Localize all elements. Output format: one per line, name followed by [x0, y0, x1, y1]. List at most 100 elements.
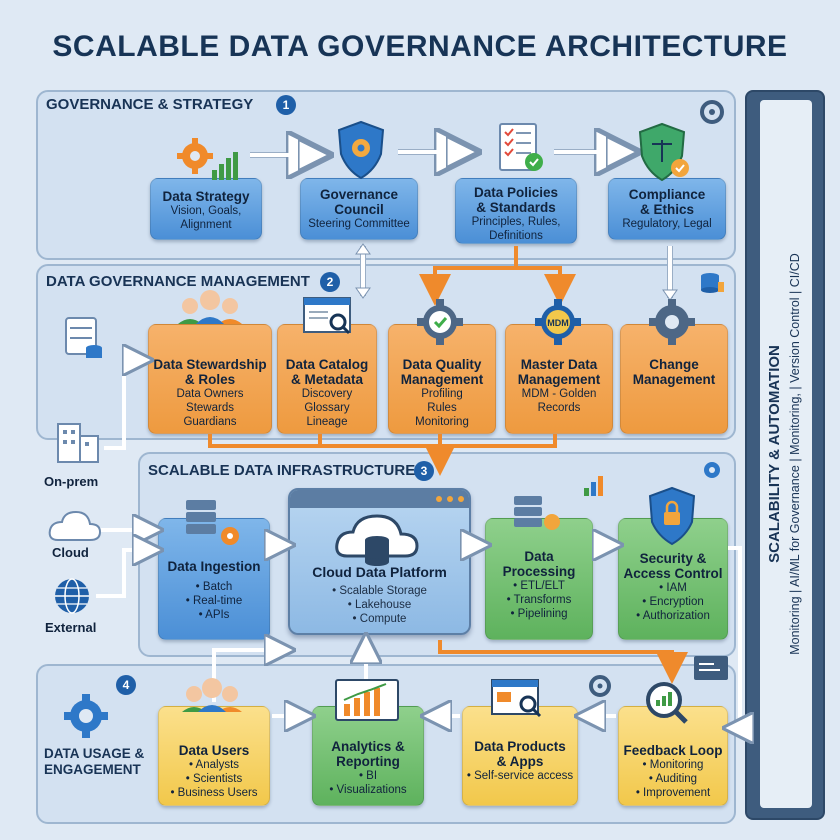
card-governance-council[interactable]: Governance Council Steering Committee [300, 178, 418, 240]
card-data-policies-title1: Data Policies [473, 185, 559, 200]
card-analytics-title1: Analytics & [331, 739, 405, 754]
card-users-sub1: • Analysts [188, 759, 240, 771]
card-data-processing[interactable]: Data Processing • ETL/ELT • Transforms •… [485, 518, 593, 640]
card-processing-sub2: • Transforms [506, 594, 572, 606]
card-stewardship-sub3: Guardians [183, 416, 237, 428]
card-governance-council-sub1: Steering Committee [308, 218, 410, 230]
card-mdm-sub1: MDM - Golden [521, 388, 597, 400]
card-products-sub1: • Self-service access [466, 770, 574, 782]
card-mdm-title2: Management [517, 372, 601, 387]
compliance-down-arrow [662, 246, 678, 301]
card-catalog-title2: & Metadata [290, 372, 363, 387]
infra-arrows [272, 545, 740, 728]
source-external-label: External [45, 620, 97, 635]
platform-sub1: • Scalable Storage [332, 585, 427, 597]
building-icon [57, 423, 99, 463]
processing-server-icon [514, 496, 560, 530]
settings-gear-icon [700, 100, 724, 124]
card-master-data[interactable]: Master Data Management MDM - Golden Reco… [505, 324, 613, 434]
card-products-title2: & Apps [496, 754, 544, 769]
card-processing-sub3: • Pipelining [510, 608, 568, 620]
quality-gear-check-icon [417, 299, 463, 345]
card-catalog-title1: Data Catalog [285, 357, 369, 372]
card-compliance-ethics[interactable]: Compliance & Ethics Regulatory, Legal [608, 178, 726, 240]
card-data-policies-sub2: Definitions [489, 230, 543, 242]
platform-dot-1 [436, 496, 442, 502]
card-catalog-sub2: Glossary [304, 402, 350, 414]
card-governance-council-title2: Council [334, 202, 384, 217]
mdm-gear-icon [535, 299, 581, 345]
card-change-title1: Change [649, 357, 699, 372]
source-cloud-label: Cloud [52, 545, 89, 560]
card-quality-title2: Management [400, 372, 484, 387]
card-security-sub1: • IAM [659, 582, 687, 594]
card-security-title2: Access Control [623, 566, 723, 581]
section-infrastructure-label: SCALABLE DATA INFRASTRUCTURE [148, 462, 416, 479]
platform-sub3: • Compute [352, 613, 407, 625]
card-users-sub2: • Scientists [185, 773, 243, 785]
card-data-stewardship[interactable]: Data Stewardship & Roles Data Owners Ste… [148, 324, 272, 434]
card-compliance-title1: Compliance [628, 187, 706, 202]
card-data-users[interactable]: Data Users • Analysts • Scientists • Bus… [158, 706, 270, 806]
card-data-catalog[interactable]: Data Catalog & Metadata Discovery Glossa… [277, 324, 377, 434]
cloud-icon [48, 510, 102, 541]
card-ingestion-title: Data Ingestion [167, 559, 261, 574]
card-feedback-sub2: • Auditing [648, 773, 698, 785]
server-gear-icon [186, 500, 239, 545]
card-data-strategy-sub1: Vision, Goals, [170, 205, 242, 217]
card-data-strategy[interactable]: Data Strategy Vision, Goals, Alignment [150, 178, 262, 240]
card-catalog-sub1: Discovery [301, 388, 353, 400]
section-usage-number: 4 [116, 675, 136, 695]
card-security-sub2: • Encryption [642, 596, 704, 608]
scales-shield-icon [638, 122, 689, 182]
section-usage-label-line1: DATA USAGE & [44, 746, 145, 761]
card-data-policies[interactable]: Data Policies & Standards Principles, Ru… [455, 178, 577, 244]
card-security-title1: Security & [639, 551, 707, 566]
card-compliance-sub1: Regulatory, Legal [622, 218, 712, 230]
platform-sub2: • Lakehouse [347, 599, 412, 611]
card-security-sub3: • Authorization [636, 610, 710, 622]
side-panel-inner [760, 100, 812, 808]
card-quality-sub3: Monitoring [415, 416, 469, 428]
card-data-ingestion[interactable]: Data Ingestion • Batch • Real-time • API… [158, 518, 270, 640]
card-data-strategy-sub2: Alignment [180, 219, 232, 231]
database-server-icon [65, 317, 102, 358]
checklist-document-icon [499, 123, 543, 171]
section-management-label: DATA GOVERNANCE MANAGEMENT [46, 273, 310, 290]
mdm-badge-text: MDM [547, 318, 569, 328]
cloud-gear-icon [704, 462, 720, 478]
card-analytics-reporting[interactable]: Analytics & Reporting • BI • Visualizati… [312, 706, 424, 806]
section-management-number: 2 [320, 272, 340, 292]
shield-gear-icon [337, 120, 385, 180]
card-products-title1: Data Products [474, 739, 566, 754]
usage-settings-gear-icon [589, 675, 611, 697]
card-catalog-sub3: Lineage [306, 416, 348, 428]
section-usage-label-line2: ENGAGEMENT [44, 762, 141, 777]
card-governance-council-title1: Governance [319, 187, 399, 202]
card-ingestion-sub2: • Real-time [185, 595, 243, 607]
card-processing-title1: Data [524, 549, 554, 564]
card-users-title: Data Users [178, 743, 250, 758]
card-feedback-sub3: • Improvement [635, 787, 711, 799]
catalog-search-icon [303, 297, 351, 335]
engagement-gear-icon [64, 694, 108, 738]
card-feedback-loop[interactable]: Feedback Loop • Monitoring • Auditing • … [618, 706, 728, 806]
card-analytics-title2: Reporting [336, 754, 400, 769]
globe-icon [55, 578, 89, 614]
card-ingestion-sub3: • APIs [198, 609, 230, 621]
cloud-database-icon [335, 514, 419, 566]
card-stewardship-sub1: Data Owners [176, 388, 244, 400]
bar-chart-icon [212, 152, 238, 180]
card-feedback-title: Feedback Loop [623, 743, 723, 758]
platform-dot-3 [458, 496, 464, 502]
users-group-icon [182, 678, 242, 712]
card-data-strategy-title: Data Strategy [162, 189, 250, 204]
card-processing-title2: Processing [502, 564, 576, 579]
source-arrows [96, 360, 156, 598]
governance-arrows [250, 152, 630, 155]
card-quality-title1: Data Quality [402, 357, 482, 372]
card-mdm-title1: Master Data [520, 357, 598, 372]
card-analytics-sub1: • BI [358, 770, 378, 782]
